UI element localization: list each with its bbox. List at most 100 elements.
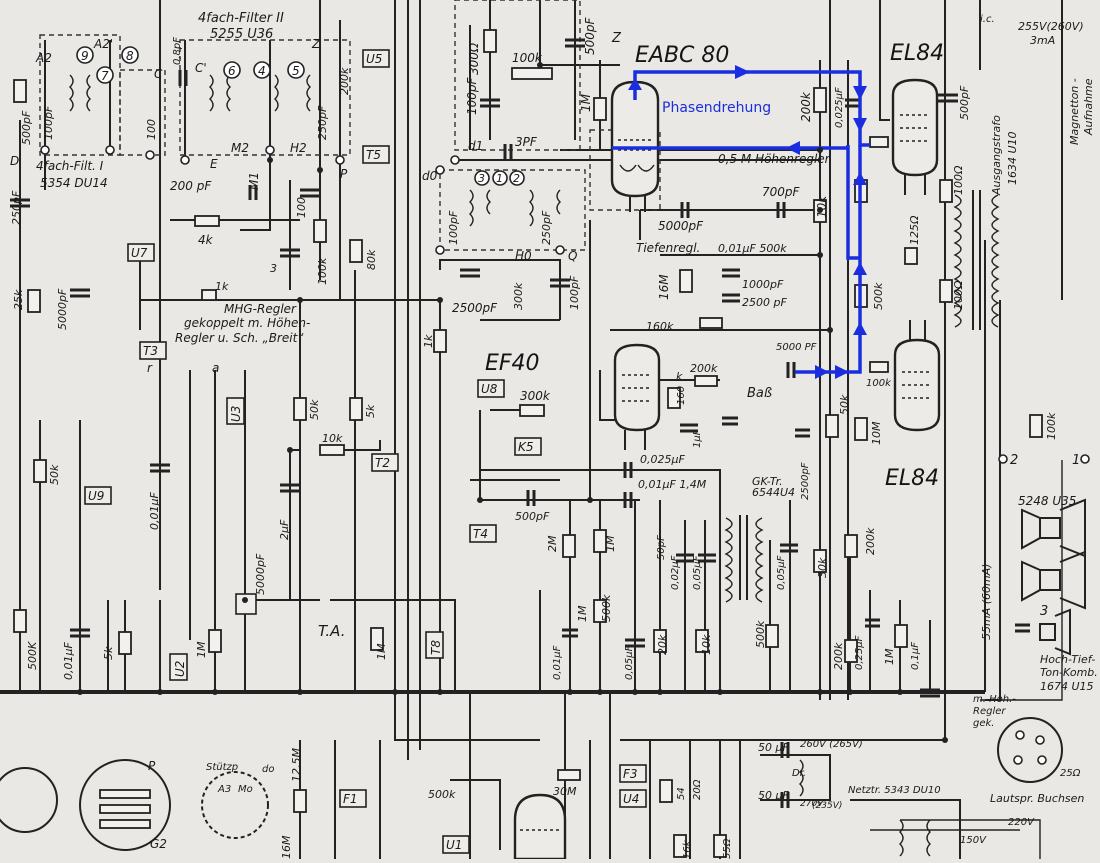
svg-text:50 μF: 50 μF xyxy=(758,741,789,754)
svg-text:0,01μF 500k: 0,01μF 500k xyxy=(718,242,787,255)
svg-text:250pF: 250pF xyxy=(540,210,553,245)
svg-text:200k: 200k xyxy=(864,527,877,555)
svg-text:50k: 50k xyxy=(48,464,61,485)
gk-trafo-label: GK-Tr. xyxy=(752,475,783,488)
svg-text:Q: Q xyxy=(568,249,577,263)
filter1-label: 4fach-Filt. I xyxy=(36,159,104,173)
mhg-regler-line3: Regler u. Sch. „Breit“ xyxy=(175,331,304,345)
svg-text:50k: 50k xyxy=(308,399,321,420)
svg-text:100Ω: 100Ω xyxy=(952,280,965,310)
svg-text:0,25μF: 0,25μF xyxy=(854,635,865,670)
filter2-code: 5255 U36 xyxy=(210,27,273,42)
svg-text:1000pF: 1000pF xyxy=(742,278,784,291)
svg-text:125Ω: 125Ω xyxy=(908,215,921,245)
svg-text:1M: 1M xyxy=(375,643,388,660)
svg-text:50pF: 50pF xyxy=(656,535,667,560)
svg-text:500k: 500k xyxy=(872,282,885,310)
svg-text:500pF: 500pF xyxy=(20,110,33,145)
svg-text:200k: 200k xyxy=(832,642,845,670)
svg-text:10k: 10k xyxy=(815,195,829,218)
svg-text:2500 pF: 2500 pF xyxy=(742,296,787,309)
svg-text:A2: A2 xyxy=(35,51,52,65)
component-values: 100k 500pF 300Ω 100pF Z 1M 200k 0,025μF … xyxy=(10,16,1058,859)
svg-text:0,05μF: 0,05μF xyxy=(692,555,703,590)
svg-text:100k: 100k xyxy=(1045,412,1058,440)
svg-text:100: 100 xyxy=(145,119,158,140)
svg-text:160: 160 xyxy=(676,386,687,405)
magnetton-line2: Aufnahme xyxy=(1082,78,1095,136)
filter-boxes xyxy=(39,0,661,251)
switch-t5: T5 xyxy=(366,148,381,162)
svg-text:30k: 30k xyxy=(816,557,829,578)
switch-t4: T4 xyxy=(473,527,488,541)
terminal-2: 2 xyxy=(1010,453,1018,468)
speaker2-line2: Ton-Komb. xyxy=(1040,666,1098,679)
ta-label: T.A. xyxy=(318,622,345,640)
filter2-label: 4fach-Filter II xyxy=(198,11,284,26)
svg-text:100k: 100k xyxy=(316,257,329,285)
switch-k5: K5 xyxy=(518,440,534,454)
svg-text:4k: 4k xyxy=(198,233,214,247)
tube-bottom xyxy=(513,793,567,861)
svg-text:H2: H2 xyxy=(290,141,307,155)
tiefenregler-label: Tiefenregl. xyxy=(636,241,700,255)
svg-text:1k: 1k xyxy=(215,280,229,293)
svg-text:16M: 16M xyxy=(280,835,293,859)
svg-text:0,025μF: 0,025μF xyxy=(834,87,845,128)
svg-text:0,1μF: 0,1μF xyxy=(910,642,921,670)
terminal-3: 3 xyxy=(1040,604,1048,619)
svg-text:500pF: 500pF xyxy=(515,510,550,523)
switch-t2: T2 xyxy=(375,456,390,470)
svg-text:Z: Z xyxy=(311,37,321,51)
svg-text:200k: 200k xyxy=(338,67,351,95)
svg-text:1M: 1M xyxy=(576,605,589,622)
bass-label: Baß xyxy=(747,386,772,401)
gk-trafo-code: 6544U4 xyxy=(752,486,795,499)
svg-text:50k: 50k xyxy=(838,394,851,415)
svg-text:3: 3 xyxy=(270,262,277,275)
svg-text:500pF: 500pF xyxy=(583,16,597,55)
svg-text:0,8pF: 0,8pF xyxy=(172,37,183,65)
svg-text:1M: 1M xyxy=(579,93,593,112)
junction-dots xyxy=(40,62,948,743)
svg-text:54: 54 xyxy=(676,787,687,800)
svg-text:2500pF: 2500pF xyxy=(452,301,498,315)
svg-text:M1: M1 xyxy=(247,172,261,190)
svg-text:5k: 5k xyxy=(102,646,115,660)
svg-text:100pF: 100pF xyxy=(42,105,55,140)
svg-text:do: do xyxy=(262,764,274,775)
switch-u5: U5 xyxy=(366,52,382,66)
svg-text:100pF: 100pF xyxy=(447,210,460,245)
lautspr-buchsen-label: Lautspr. Buchsen xyxy=(990,792,1084,805)
output-trafo-code: 1634 U10 xyxy=(1006,131,1019,185)
circle-numbers: 9 7 8 6 4 5 3 1 2 xyxy=(76,46,525,186)
svg-text:2μF: 2μF xyxy=(278,519,291,540)
svg-text:5000 PF: 5000 PF xyxy=(776,342,817,353)
svg-text:A2': A2' xyxy=(93,37,113,51)
svg-text:500k: 500k xyxy=(600,594,613,622)
voltage-150: 150V xyxy=(960,835,987,846)
svg-text:1μF: 1μF xyxy=(692,429,703,448)
resistors xyxy=(13,29,1043,858)
tube-el84-bottom xyxy=(893,320,941,432)
svg-text:0,01μF: 0,01μF xyxy=(62,642,75,680)
svg-text:7: 7 xyxy=(101,69,109,83)
mhg-regler-label: MHG-Regler xyxy=(224,302,297,316)
svg-text:Mo: Mo xyxy=(238,784,253,795)
wiring xyxy=(0,0,1063,859)
svg-text:D: D xyxy=(10,154,19,168)
mhg-regler-line2: gekoppelt m. Höhen- xyxy=(184,316,310,330)
tube-label-eabc80: EABC 80 xyxy=(635,43,729,68)
r25-label: 25Ω xyxy=(1060,768,1081,779)
switch-t8: T8 xyxy=(429,640,443,655)
svg-text:G2: G2 xyxy=(150,837,167,851)
svg-text:10k: 10k xyxy=(700,634,713,655)
svg-text:160k: 160k xyxy=(646,320,674,333)
svg-text:500k: 500k xyxy=(428,788,456,801)
hoh-regler-label: m. Hoh.- xyxy=(973,694,1016,705)
output-trafo-label: Ausgangstrafo xyxy=(990,115,1003,196)
svg-text:0,05μF: 0,05μF xyxy=(624,645,635,680)
resistor xyxy=(483,29,497,53)
svg-text:100k: 100k xyxy=(866,378,892,389)
